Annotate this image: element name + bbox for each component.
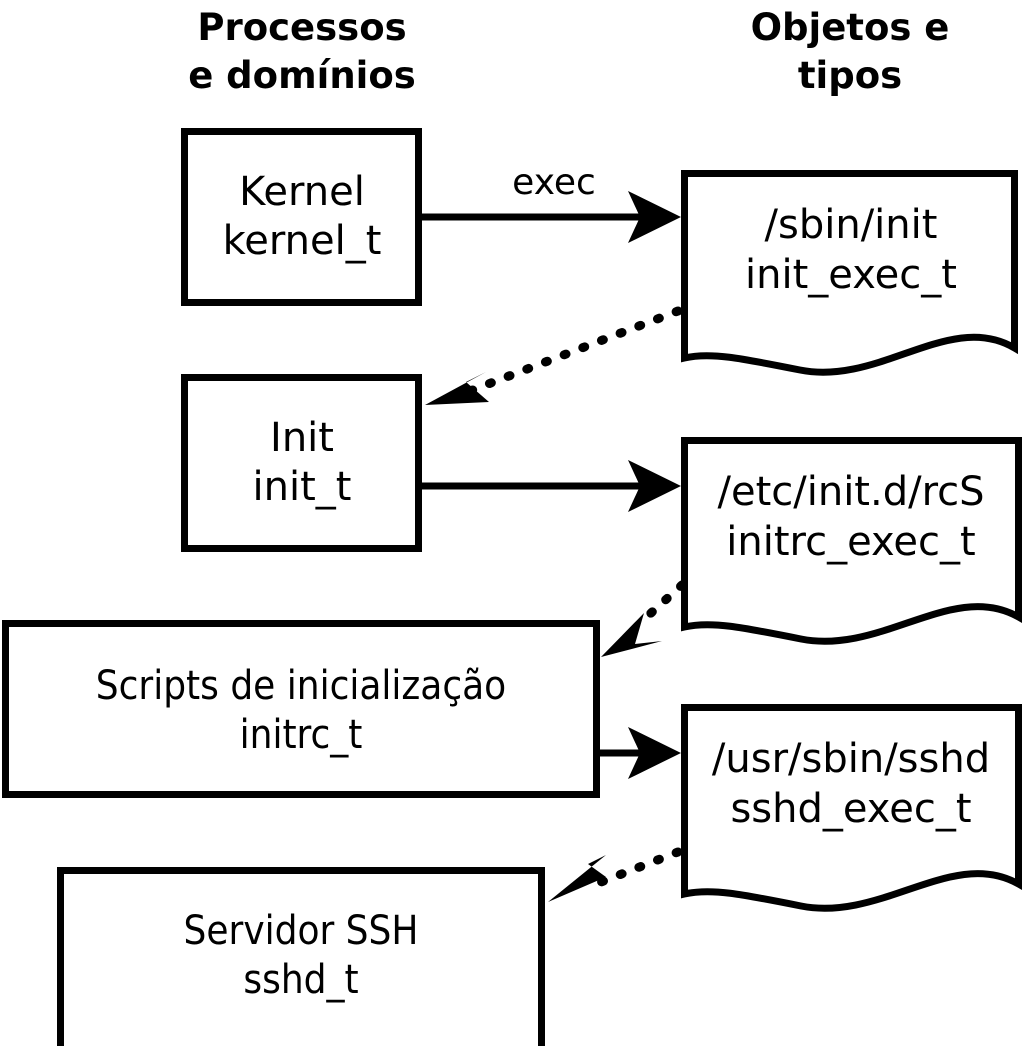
process-node-kernel-name: Kernel [239, 169, 365, 215]
process-node-init-type: init_t [253, 464, 352, 510]
process-node-kernel-box[interactable] [181, 128, 422, 306]
edge-initrc-exec-to-initrc [601, 580, 687, 657]
process-node-initrc[interactable]: Scripts de inicialização initrc_t [2, 620, 600, 798]
edge-init-exec-to-init-arrowhead [425, 372, 489, 405]
process-node-sshd-type: sshd_t [243, 957, 358, 1003]
process-node-initrc-type: initrc_t [240, 712, 363, 758]
edge-initrc-to-sshd-exec [600, 727, 681, 779]
column-header-left-line1: Processos [197, 6, 406, 49]
process-node-initrc-box[interactable] [2, 620, 600, 798]
object-node-init-exec-shape[interactable] [681, 170, 1018, 376]
edge-sshd-exec-to-sshd-line [591, 847, 683, 889]
edge-label-exec: exec [512, 162, 596, 203]
process-node-init-name: Init [270, 415, 334, 461]
edge-initrc-exec-to-initrc-line [635, 580, 687, 628]
edge-init-exec-to-init-line [465, 306, 683, 396]
edge-initrc-exec-to-initrc-arrowhead [601, 613, 662, 657]
column-header-right: Objetos e tipos [751, 6, 950, 97]
object-node-initrc-exec-type: initrc_exec_t [726, 519, 975, 565]
object-node-initrc-exec-path: /etc/init.d/rcS [717, 469, 984, 515]
object-node-initrc-exec-shape[interactable] [681, 437, 1022, 645]
process-node-sshd-name: Servidor SSH [184, 908, 419, 954]
process-node-initrc-name: Scripts de inicialização [96, 663, 506, 709]
column-header-left-line2: e domínios [188, 54, 416, 97]
edge-sshd-exec-to-sshd [548, 847, 683, 902]
column-header-right-line2: tipos [798, 54, 902, 97]
object-node-init-exec-path: /sbin/init [765, 202, 938, 248]
object-node-sshd-exec-type: sshd_exec_t [730, 786, 971, 832]
object-node-initrc-exec[interactable]: /etc/init.d/rcS initrc_exec_t [681, 437, 1022, 645]
edge-init-to-initrc-exec [422, 460, 681, 512]
edge-sshd-exec-to-sshd-arrowhead [548, 855, 606, 902]
process-node-init-box[interactable] [181, 374, 422, 552]
edge-kernel-to-init-exec: exec [422, 162, 681, 243]
object-node-sshd-exec[interactable]: /usr/sbin/sshd sshd_exec_t [681, 704, 1022, 912]
object-node-init-exec[interactable]: /sbin/init init_exec_t [681, 170, 1018, 376]
edge-init-to-initrc-exec-arrowhead [628, 460, 681, 512]
column-header-right-line1: Objetos e [751, 6, 950, 49]
edge-kernel-to-init-exec-arrowhead [628, 191, 681, 243]
column-header-left: Processos e domínios [188, 6, 416, 97]
edge-initrc-to-sshd-exec-arrowhead [628, 727, 681, 779]
process-node-sshd-box[interactable] [57, 867, 545, 1046]
process-node-init[interactable]: Init init_t [181, 374, 422, 552]
object-node-sshd-exec-path: /usr/sbin/sshd [712, 736, 990, 782]
process-node-kernel-type: kernel_t [223, 218, 382, 264]
object-node-sshd-exec-shape[interactable] [681, 704, 1022, 912]
object-node-init-exec-type: init_exec_t [745, 252, 957, 298]
process-node-kernel[interactable]: Kernel kernel_t [181, 128, 422, 306]
process-node-sshd[interactable]: Servidor SSH sshd_t [57, 867, 545, 1046]
edge-init-exec-to-init [425, 306, 683, 405]
